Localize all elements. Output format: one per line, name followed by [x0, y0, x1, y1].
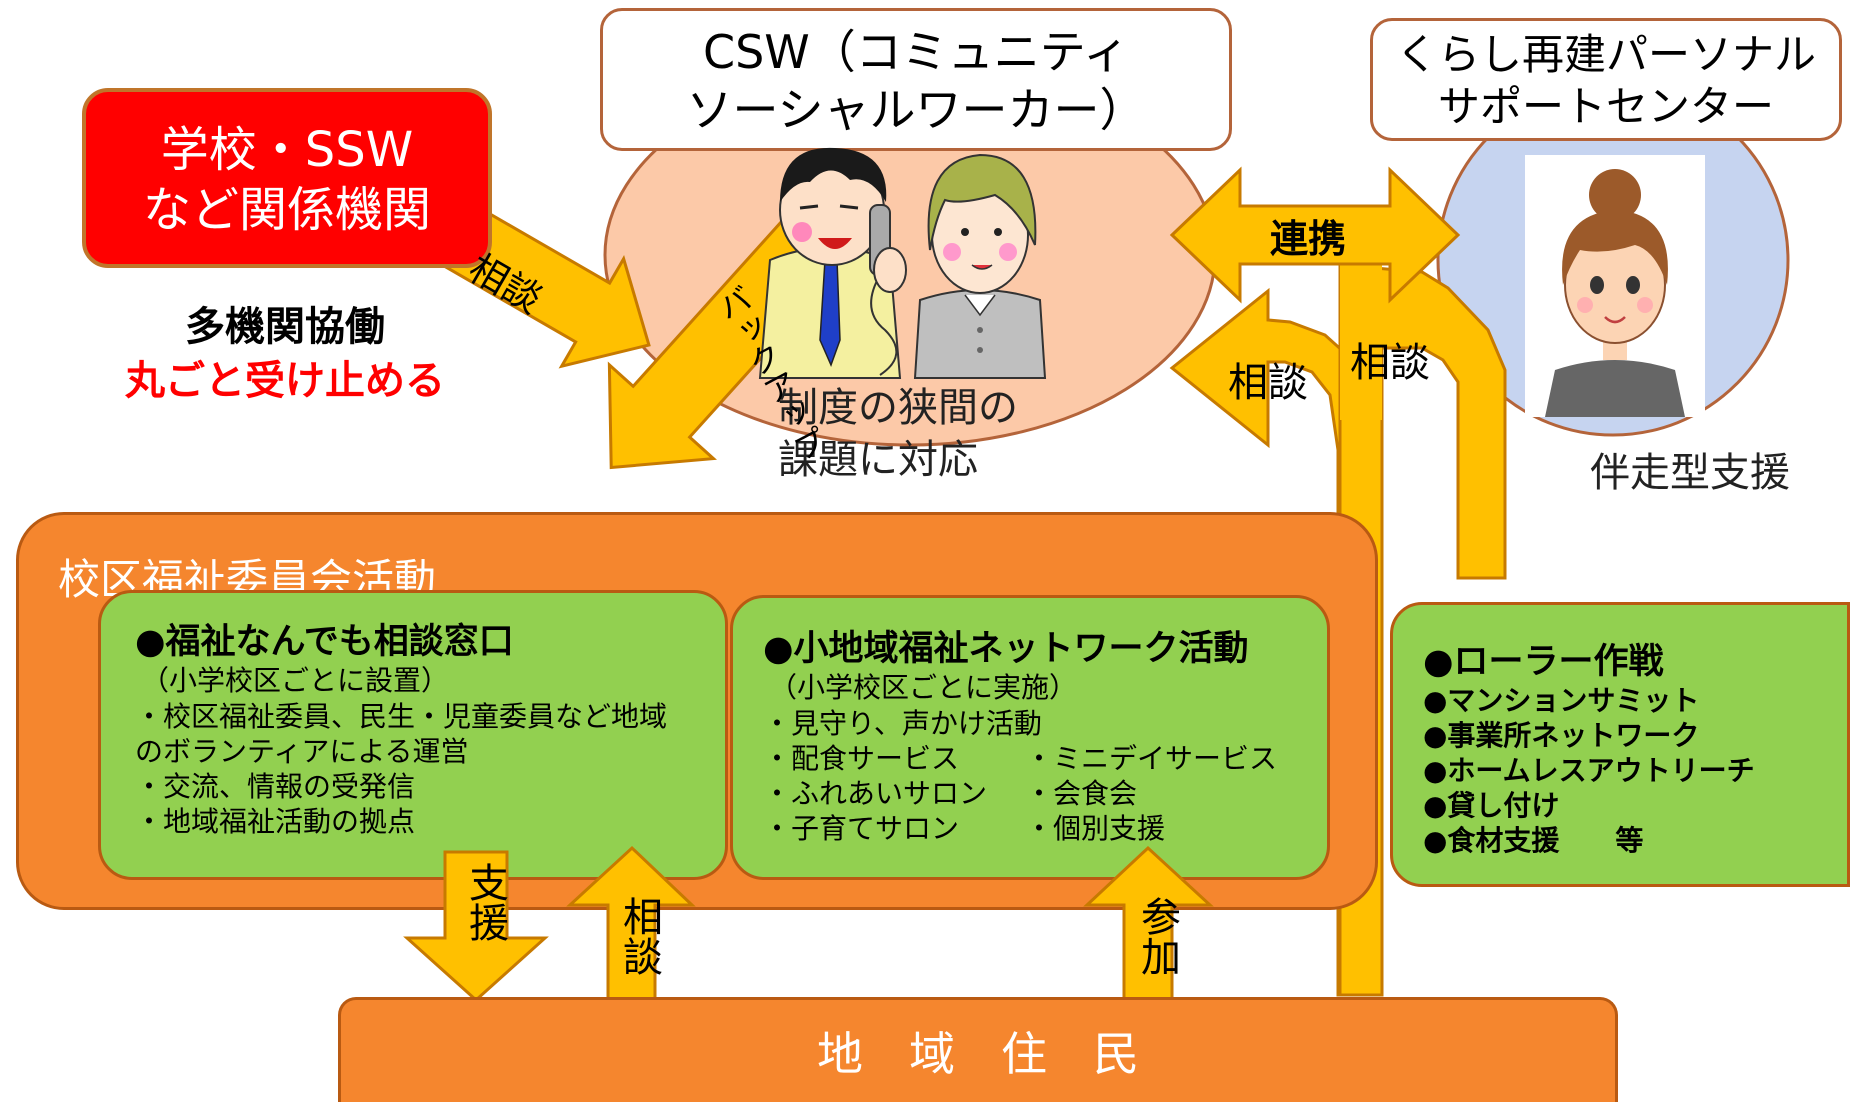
window-item: のボランティアによる運営 — [135, 735, 469, 768]
roller-item: ●貸し付け — [1423, 789, 1560, 822]
roller-item: ●事業所ネットワーク — [1423, 719, 1700, 752]
csw-workers-illustration — [758, 147, 1047, 379]
kurashi-title-line2: サポートセンター — [1437, 82, 1774, 131]
soudan-bottom-label: 相談 — [616, 896, 662, 976]
csw-caption: 制度の狭間の 課題に対応 — [778, 382, 1018, 486]
multi-agency-line1: 多機関協働 — [185, 304, 385, 350]
multi-agency-line2: 丸ごと受け止める — [125, 358, 445, 404]
window-title: ●福祉なんでも相談窓口 — [135, 622, 514, 662]
school-line1: 学校・SSW — [160, 122, 414, 178]
network-item: ・ミニデイサービス — [1025, 742, 1278, 775]
soudan-right-label: 相談 — [1350, 340, 1430, 386]
school-box: 学校・SSW など関係機関 — [82, 88, 492, 268]
roller-panel: ●ローラー作戦 ●マンションサミット ●事業所ネットワーク ●ホームレスアウトリ… — [1390, 602, 1850, 887]
csw-title-box: CSW（コミュニティ ソーシャルワーカー） — [600, 8, 1232, 151]
residents-bar: 地 域 住 民 — [338, 997, 1618, 1102]
sanka-arrow — [1083, 845, 1214, 1002]
window-item: ・校区福祉委員、民生・児童委員など地域 — [135, 700, 668, 733]
renkei-label: 連携 — [1270, 217, 1347, 261]
support-caption: 伴走型支援 — [1590, 450, 1790, 496]
renkei-arrow — [1169, 166, 1461, 304]
network-item: ・配食サービス — [763, 742, 960, 775]
network-title: ●小地域福祉ネットワーク活動 — [763, 629, 1249, 669]
roller-item: ●マンションサミット — [1423, 684, 1700, 717]
csw-title-line1: CSW（コミュニティ — [702, 25, 1130, 79]
soudan-left-label: 相談 — [1228, 360, 1308, 406]
soudan-bottom-arrow — [566, 845, 696, 1002]
network-panel: ●小地域福祉ネットワーク活動 （小学校区ごとに実施） ・見守り、声かけ活動 ・配… — [730, 595, 1330, 880]
kurashi-title-box: くらし再建パーソナル サポートセンター — [1370, 18, 1842, 141]
roller-item: ●食材支援 等 — [1423, 824, 1644, 857]
roller-title: ●ローラー作戦 — [1423, 642, 1664, 682]
csw-caption-line2: 課題に対応 — [778, 437, 978, 483]
network-item: ・子育てサロン — [763, 812, 960, 845]
network-sub: （小学校区ごとに実施） — [769, 671, 1078, 704]
network-item: ・個別支援 — [1025, 812, 1166, 845]
window-item: ・地域福祉活動の拠点 — [135, 805, 416, 838]
window-item: ・交流、情報の受発信 — [135, 770, 416, 803]
kurashi-title-line1: くらし再建パーソナル — [1395, 30, 1816, 79]
consultation-window-panel: ●福祉なんでも相談窓口 （小学校区ごとに設置） ・校区福祉委員、民生・児童委員な… — [98, 590, 728, 880]
network-item: ・見守り、声かけ活動 — [763, 707, 1042, 740]
soudan-school-arrow — [443, 206, 651, 369]
roller-item: ●ホームレスアウトリーチ — [1423, 754, 1755, 787]
csw-title-line2: ソーシャルワーカー） — [686, 83, 1146, 137]
shien-arrow — [403, 850, 549, 1003]
school-line2: など関係機関 — [142, 182, 431, 238]
pipe-top-join — [1340, 255, 1382, 420]
network-item: ・ふれあいサロン — [763, 777, 988, 810]
multi-agency-text: 多機関協働 丸ごと受け止める — [60, 300, 510, 408]
csw-caption-line1: 制度の狭間の — [778, 385, 1018, 431]
network-item: ・会食会 — [1025, 777, 1138, 810]
shien-label: 支援 — [462, 862, 508, 942]
support-worker-illustration — [1545, 169, 1685, 417]
residents-label: 地 域 住 民 — [817, 1027, 1139, 1081]
sanka-label: 参加 — [1134, 896, 1180, 976]
soudan-right-arrow — [1338, 263, 1507, 997]
window-sub: （小学校区ごとに設置） — [141, 664, 450, 697]
